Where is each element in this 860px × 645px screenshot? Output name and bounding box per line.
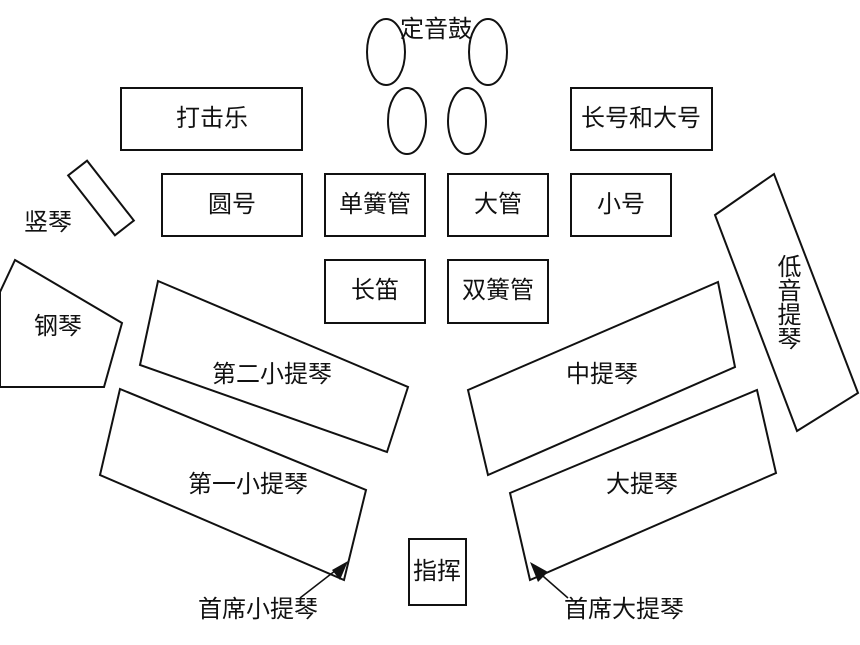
- clarinet-label: 单簧管: [339, 190, 411, 218]
- percussion-label: 打击乐: [176, 104, 248, 132]
- timpani-drum-3: [387, 87, 427, 155]
- piano-shape: 钢琴: [0, 258, 124, 388]
- cello-label: 大提琴: [606, 470, 678, 498]
- double-bass-box: 低音提琴: [713, 172, 860, 433]
- principal-cello-label: 首席大提琴: [564, 595, 684, 623]
- harp-label: 竖琴: [24, 208, 72, 236]
- double-bass-label: 低音提琴: [773, 254, 801, 350]
- timpani-group: 定音鼓: [366, 15, 508, 155]
- oboe-label: 双簧管: [462, 276, 534, 304]
- flute-label: 长笛: [351, 276, 399, 304]
- second-violin-box: 第二小提琴: [138, 279, 410, 454]
- harp-box: 竖琴: [24, 159, 136, 237]
- clarinet-box: 单簧管: [324, 173, 426, 237]
- second-violin-label: 第二小提琴: [212, 360, 332, 388]
- bassoon-label: 大管: [474, 190, 522, 218]
- viola-label: 中提琴: [566, 360, 638, 388]
- horn-label: 圆号: [208, 190, 256, 218]
- conductor-label: 指挥: [413, 557, 461, 585]
- timpani-drum-4: [447, 87, 487, 155]
- timpani-drum-1: [366, 18, 406, 86]
- horn-box: 圆号: [161, 173, 303, 237]
- trombone-tuba-label: 长号和大号: [581, 104, 701, 132]
- flute-box: 长笛: [324, 259, 426, 324]
- bassoon-box: 大管: [447, 173, 549, 237]
- concertmaster-label: 首席小提琴: [198, 595, 318, 623]
- percussion-box: 打击乐: [120, 87, 303, 151]
- timpani-label: 定音鼓: [400, 15, 472, 43]
- timpani-drum-2: [468, 18, 508, 86]
- conductor-box: 指挥: [408, 538, 467, 606]
- oboe-box: 双簧管: [447, 259, 549, 324]
- first-violin-box: 第一小提琴: [98, 387, 368, 582]
- viola-box: 中提琴: [466, 280, 737, 477]
- trumpet-box: 小号: [570, 173, 672, 237]
- cello-box: 大提琴: [508, 388, 778, 582]
- trombone-tuba-box: 长号和大号: [570, 87, 713, 151]
- concertmaster-arrowhead: [332, 561, 348, 580]
- first-violin-label: 第一小提琴: [188, 470, 308, 498]
- trumpet-label: 小号: [597, 190, 645, 218]
- principal-cello-arrowhead: [530, 562, 548, 582]
- principal-cello-callout: 首席大提琴: [530, 562, 684, 623]
- concertmaster-callout: 首席小提琴: [198, 561, 348, 623]
- piano-label: 钢琴: [34, 312, 82, 340]
